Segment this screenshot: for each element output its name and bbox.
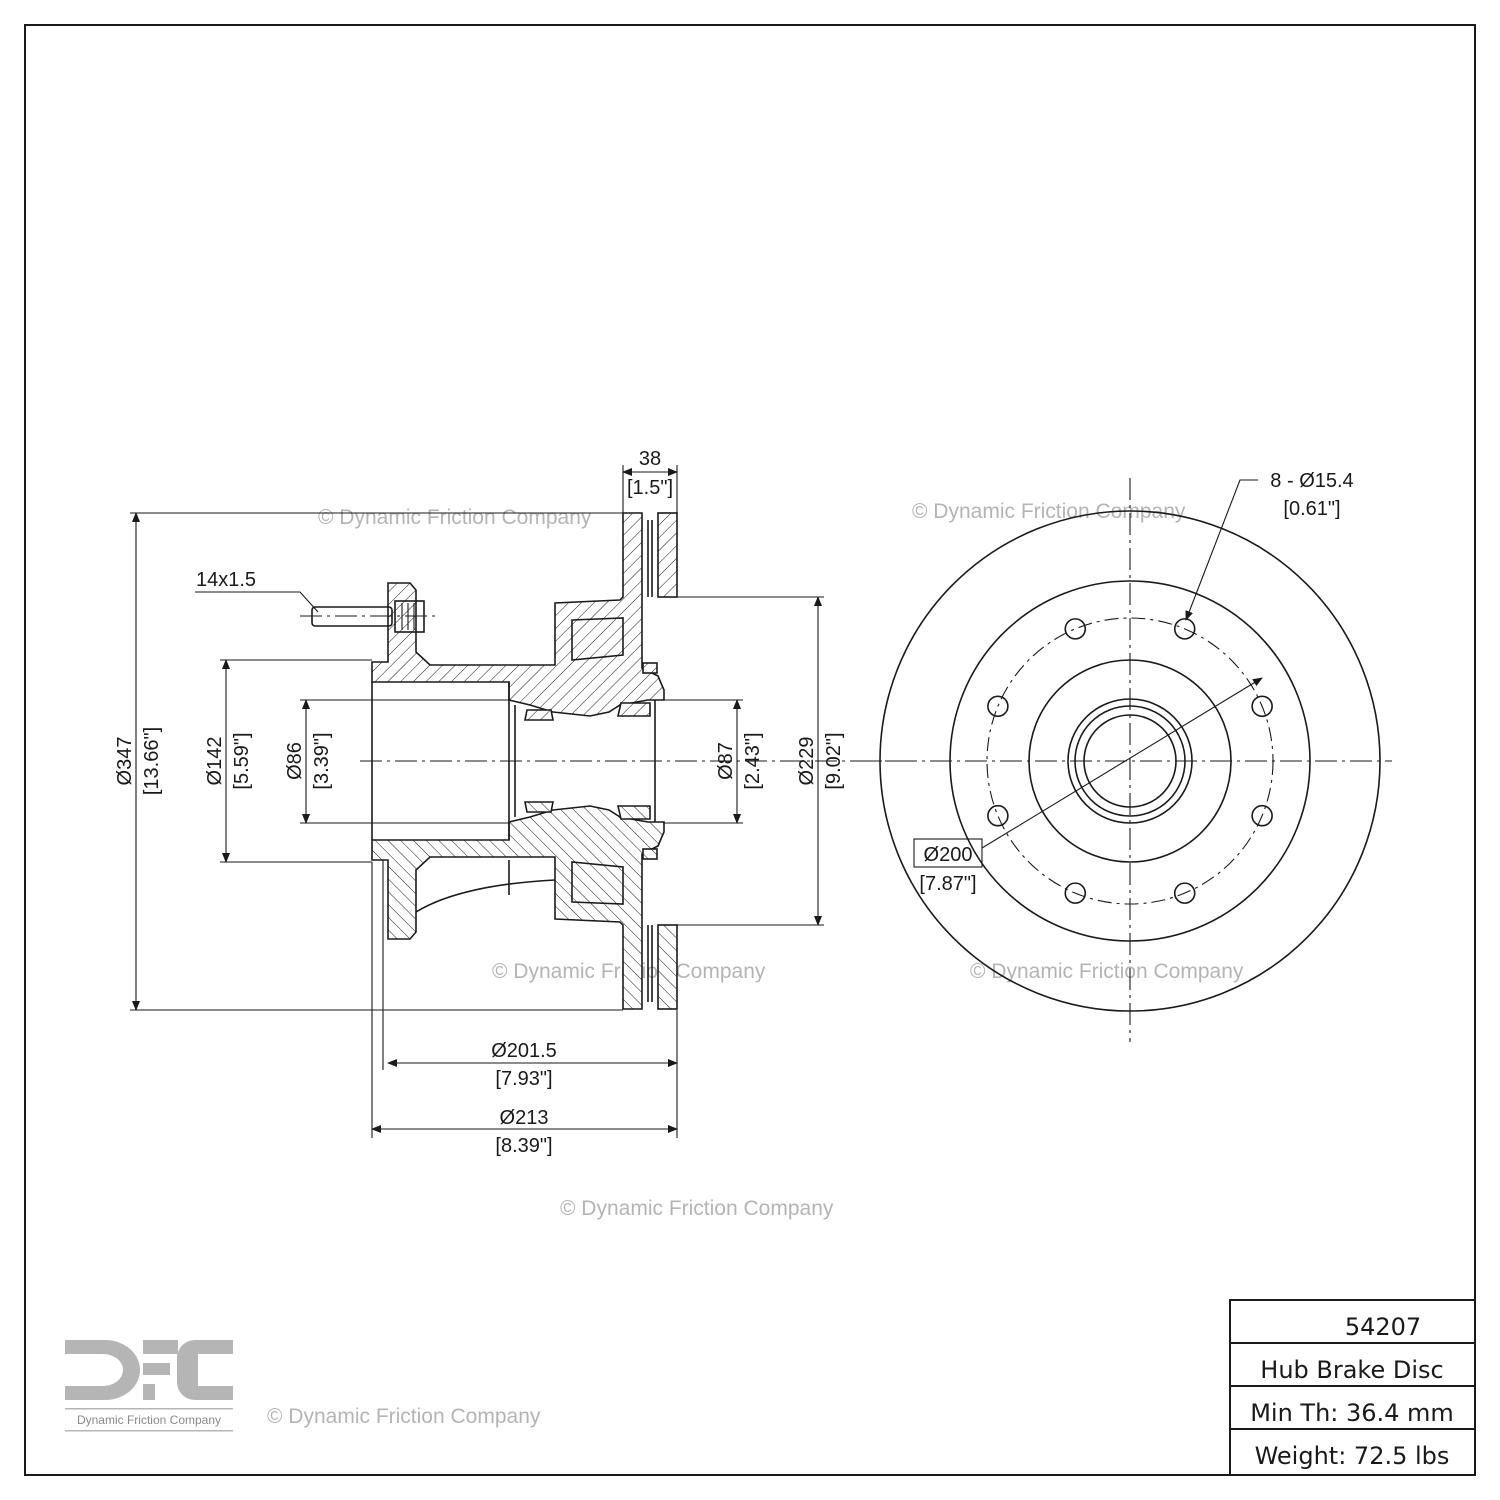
bolt-holes-label: 8 - Ø15.4 <box>1270 470 1353 492</box>
hub-diameter-label-in: [5.59"] <box>231 732 253 789</box>
bolt-circle-label: Ø200 <box>924 844 973 866</box>
bolt-hole <box>1064 882 1087 904</box>
hub-section-view <box>300 512 905 1010</box>
height-inner-label-in: [7.93"] <box>495 1068 552 1090</box>
weight: Weight: 72.5 lbs <box>1255 1442 1450 1470</box>
watermark: © Dynamic Friction Company <box>970 960 1244 983</box>
min-thickness: Min Th: 36.4 mm <box>1250 1399 1454 1427</box>
bore-outer-label-in: [2.43"] <box>742 732 764 789</box>
disc-front-view <box>860 478 1392 1042</box>
title-block <box>1229 1299 1476 1476</box>
wheel-stud <box>300 600 438 633</box>
bolt-holes-label-in: [0.61"] <box>1283 498 1340 520</box>
height-total-label: Ø213 <box>500 1107 549 1129</box>
height-total-label-in: [8.39"] <box>495 1135 552 1157</box>
bore-inner-label-in: [3.39"] <box>311 732 333 789</box>
bore-inner-label: Ø86 <box>284 742 306 780</box>
watermark: © Dynamic Friction Company <box>560 1197 834 1220</box>
outer-diameter-label-in: [13.66"] <box>141 727 163 795</box>
part-number: 54207 <box>1345 1313 1421 1341</box>
bore-outer-label: Ø87 <box>715 742 737 780</box>
height-inner-label: Ø201.5 <box>491 1040 557 1062</box>
thickness-label-in: [1.5"] <box>627 477 673 499</box>
watermark: © Dynamic Friction Company <box>912 500 1186 523</box>
dfc-logo: Dynamic Friction Company <box>65 1340 233 1432</box>
bolt-hole <box>1173 882 1196 904</box>
bolt-hole <box>987 804 1009 827</box>
hat-diameter-label-in: [9.02"] <box>823 732 845 789</box>
watermark: © Dynamic Friction Company <box>318 506 592 529</box>
logo-caption: Dynamic Friction Company <box>77 1413 221 1427</box>
drawing-frame <box>24 24 1476 1476</box>
hub-diameter-label: Ø142 <box>204 737 226 786</box>
dimension-lines <box>130 465 824 1138</box>
bolt-hole <box>1251 695 1273 718</box>
bolt-hole <box>987 695 1009 718</box>
watermark: © Dynamic Friction Company <box>267 1405 541 1428</box>
stud-thread-label: 14x1.5 <box>196 569 256 591</box>
outer-diameter-label: Ø347 <box>114 737 136 786</box>
part-type: Hub Brake Disc <box>1260 1356 1443 1384</box>
bolt-hole <box>1173 618 1196 640</box>
bolt-circle-label-in: [7.87"] <box>919 873 976 895</box>
bolt-hole <box>1064 618 1087 640</box>
hat-diameter-label: Ø229 <box>796 737 818 786</box>
thickness-label: 38 <box>639 448 661 470</box>
bolt-hole <box>1251 804 1273 827</box>
bolt-holes <box>987 618 1273 904</box>
